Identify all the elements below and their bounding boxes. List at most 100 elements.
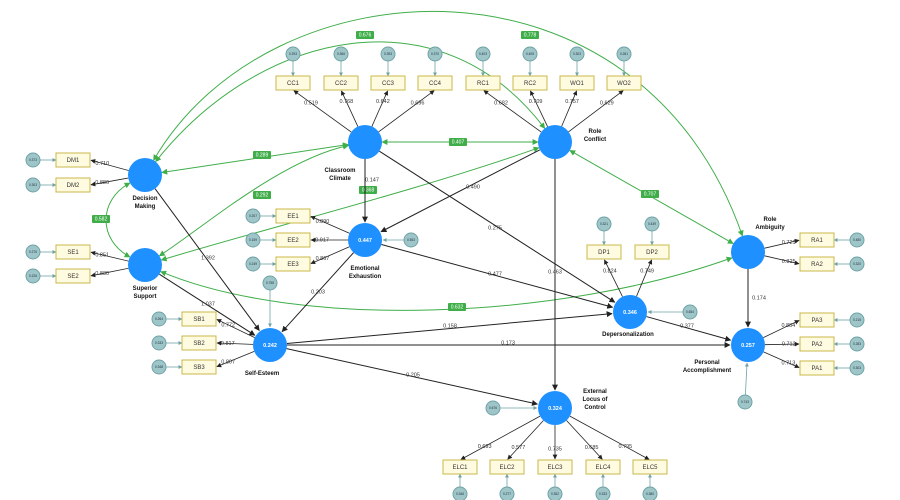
error-value: 0.293 — [289, 52, 297, 56]
residual-term-locus — [485, 400, 501, 416]
loading-arrow — [310, 215, 350, 234]
loading-arrow — [507, 420, 544, 460]
indicator-RC2[interactable] — [512, 75, 548, 91]
indicator-ELC5[interactable] — [632, 459, 668, 475]
indicator-CC1[interactable] — [275, 75, 311, 91]
indicator-label: DM1 — [67, 158, 80, 164]
r-squared: 0.447 — [358, 238, 372, 244]
loading-value: 0.712 — [782, 342, 796, 348]
loading-arrow — [90, 267, 129, 278]
error-term — [475, 46, 491, 62]
correlation-box — [359, 186, 377, 194]
loading-value: 0.884 — [781, 323, 795, 329]
error-value: 0.320 — [853, 262, 861, 266]
correlation-superior-ambiguity — [160, 256, 733, 311]
correlation-box — [641, 190, 659, 198]
loading-value: 0.685 — [585, 445, 599, 451]
latent-personal[interactable] — [731, 328, 765, 362]
loading-value: 0.807 — [221, 360, 235, 366]
indicator-CC2[interactable] — [323, 75, 359, 91]
latent-decision[interactable] — [128, 158, 162, 192]
residual-arrow — [744, 362, 749, 396]
indicator-EE3[interactable] — [275, 256, 311, 272]
indicator-ELC2[interactable] — [489, 459, 525, 475]
indicator-DP2[interactable] — [634, 244, 670, 260]
indicator-label: RC1 — [477, 81, 490, 87]
latent-emotional[interactable] — [348, 223, 382, 257]
latent-esteem[interactable] — [253, 328, 287, 362]
error-term — [151, 359, 167, 375]
indicator-label: SE1 — [67, 250, 79, 256]
indicator-label: SB2 — [193, 341, 205, 347]
indicator-CC3[interactable] — [370, 75, 406, 91]
indicator-WO1[interactable] — [559, 75, 595, 91]
indicator-label: ELC2 — [499, 465, 515, 471]
indicator-SE1[interactable] — [55, 244, 91, 260]
indicator-EE2[interactable] — [275, 232, 311, 248]
error-term — [499, 486, 515, 500]
error-term — [849, 336, 865, 352]
indicator-label: CC1 — [287, 81, 300, 87]
loading-arrow — [460, 415, 541, 460]
indicator-SB1[interactable] — [181, 311, 217, 327]
indicator-DM2[interactable] — [55, 177, 91, 193]
loading-value: 0.735 — [548, 446, 562, 452]
loading-value: 0.642 — [376, 99, 390, 105]
indicator-ELC1[interactable] — [442, 459, 478, 475]
indicator-label: PA1 — [812, 366, 824, 372]
path-coefficient: 1.392 — [201, 255, 215, 261]
indicator-DM1[interactable] — [55, 152, 91, 168]
error-term — [245, 256, 261, 272]
loading-arrow — [604, 259, 623, 297]
path-decision-esteem — [154, 188, 260, 331]
indicator-CC4[interactable] — [417, 75, 453, 91]
latent-locus[interactable] — [538, 391, 572, 425]
indicator-label: RA2 — [811, 262, 823, 268]
indicator-PA3[interactable] — [799, 312, 835, 328]
error-value: 0.283 — [853, 342, 861, 346]
loading-value: 0.851 — [95, 252, 109, 258]
indicator-SB3[interactable] — [181, 359, 217, 375]
residual-term-emotional — [403, 232, 419, 248]
indicator-label: ELC5 — [642, 465, 658, 471]
latent-climate[interactable] — [348, 125, 382, 159]
loading-arrow — [561, 90, 578, 127]
indicator-SE2[interactable] — [55, 268, 91, 284]
indicator-SB2[interactable] — [181, 335, 217, 351]
loading-value: 0.817 — [221, 341, 235, 347]
error-value: 0.393 — [384, 52, 392, 56]
loading-arrow — [568, 90, 624, 133]
indicator-ELC4[interactable] — [585, 459, 621, 475]
error-term — [849, 312, 865, 328]
r-squared: 0.257 — [741, 343, 755, 349]
correlation-box — [448, 303, 466, 311]
indicator-RA2[interactable] — [799, 256, 835, 272]
path-coefficient: 0.158 — [443, 323, 457, 329]
error-value: 0.281 — [620, 52, 628, 56]
error-value: 0.333 — [155, 341, 163, 345]
indicator-WO2[interactable] — [606, 75, 642, 91]
indicator-label: CC4 — [429, 81, 442, 87]
indicator-DP1[interactable] — [586, 244, 622, 260]
latent-depers[interactable] — [613, 295, 647, 329]
latent-conflict[interactable] — [538, 125, 572, 159]
path-coefficient: 0.275 — [488, 225, 502, 231]
indicator-label: CC3 — [382, 81, 395, 87]
correlation-label: 0.632 — [451, 305, 464, 311]
latent-ambiguity[interactable] — [731, 235, 765, 269]
indicator-RA1[interactable] — [799, 232, 835, 248]
indicator-PA2[interactable] — [799, 336, 835, 352]
indicator-EE1[interactable] — [275, 208, 311, 224]
loading-value: 0.757 — [565, 99, 579, 105]
indicator-RC1[interactable] — [465, 75, 501, 91]
indicator-label: WO1 — [570, 81, 584, 87]
indicator-PA1[interactable] — [799, 360, 835, 376]
error-term — [25, 244, 41, 260]
loading-value: 0.824 — [603, 268, 617, 274]
indicator-ELC3[interactable] — [537, 459, 573, 475]
r-squared: 0.346 — [623, 310, 637, 316]
latent-superior[interactable] — [128, 248, 162, 282]
